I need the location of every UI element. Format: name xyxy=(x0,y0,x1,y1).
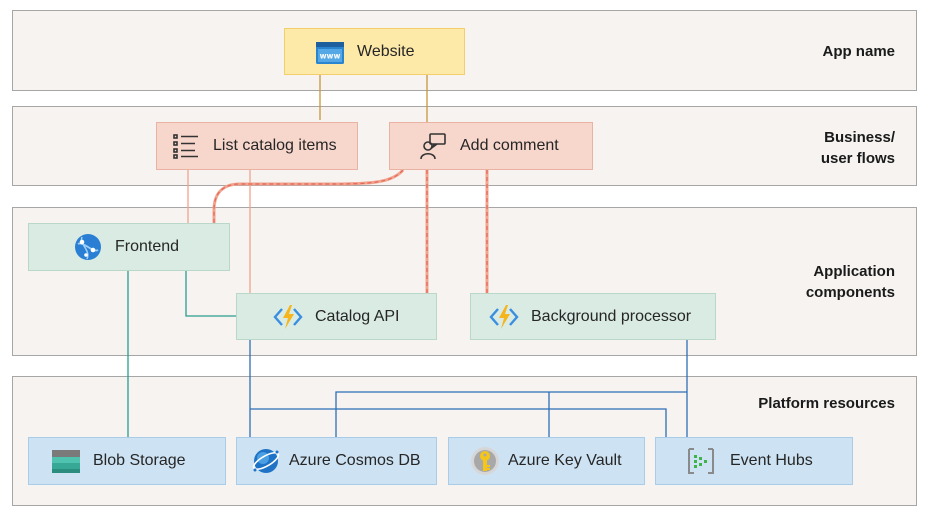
band-label-business-flows: Business/ user flows xyxy=(820,129,895,167)
azure-cosmos-db-label: Azure Cosmos DB xyxy=(289,452,421,469)
event-hubs-node[interactable]: Event Hubs xyxy=(655,437,853,485)
catalog-api-label: Catalog API xyxy=(315,307,400,325)
app-service-icon xyxy=(73,232,103,262)
band-label-application-components: Application components xyxy=(805,263,895,301)
frontend-node[interactable]: Frontend xyxy=(28,223,230,271)
add-comment-node[interactable]: Add comment xyxy=(389,122,593,170)
website-node[interactable]: www Website xyxy=(284,28,465,75)
azure-cosmos-db-node[interactable]: Azure Cosmos DB xyxy=(236,437,437,485)
background-processor-label: Background processor xyxy=(531,307,692,325)
blob-storage-label: Blob Storage xyxy=(93,452,186,469)
azure-key-vault-node[interactable]: Azure Key Vault xyxy=(448,437,645,485)
azure-function-icon xyxy=(273,302,303,332)
www-icon: www xyxy=(315,37,345,67)
background-processor-node[interactable]: Background processor xyxy=(470,293,716,340)
event-hubs-label: Event Hubs xyxy=(730,452,813,469)
band-label-platform-resources: Platform resources xyxy=(758,395,895,412)
add-comment-label: Add comment xyxy=(460,137,559,154)
list-icon xyxy=(171,131,201,161)
storage-icon xyxy=(51,446,81,476)
comment-user-icon xyxy=(418,131,448,161)
key-vault-icon xyxy=(470,446,500,476)
azure-key-vault-label: Azure Key Vault xyxy=(508,452,622,469)
list-catalog-items-label: List catalog items xyxy=(213,137,337,154)
azure-function-icon xyxy=(489,302,519,332)
svg-text:www: www xyxy=(320,51,341,60)
band-label-app-name: App name xyxy=(822,43,895,60)
cosmos-db-icon xyxy=(251,446,281,476)
website-label: Website xyxy=(357,42,415,60)
frontend-label: Frontend xyxy=(115,238,180,255)
catalog-api-node[interactable]: Catalog API xyxy=(236,293,437,340)
event-hubs-icon xyxy=(686,446,716,476)
blob-storage-node[interactable]: Blob Storage xyxy=(28,437,226,485)
list-catalog-items-node[interactable]: List catalog items xyxy=(156,122,358,170)
